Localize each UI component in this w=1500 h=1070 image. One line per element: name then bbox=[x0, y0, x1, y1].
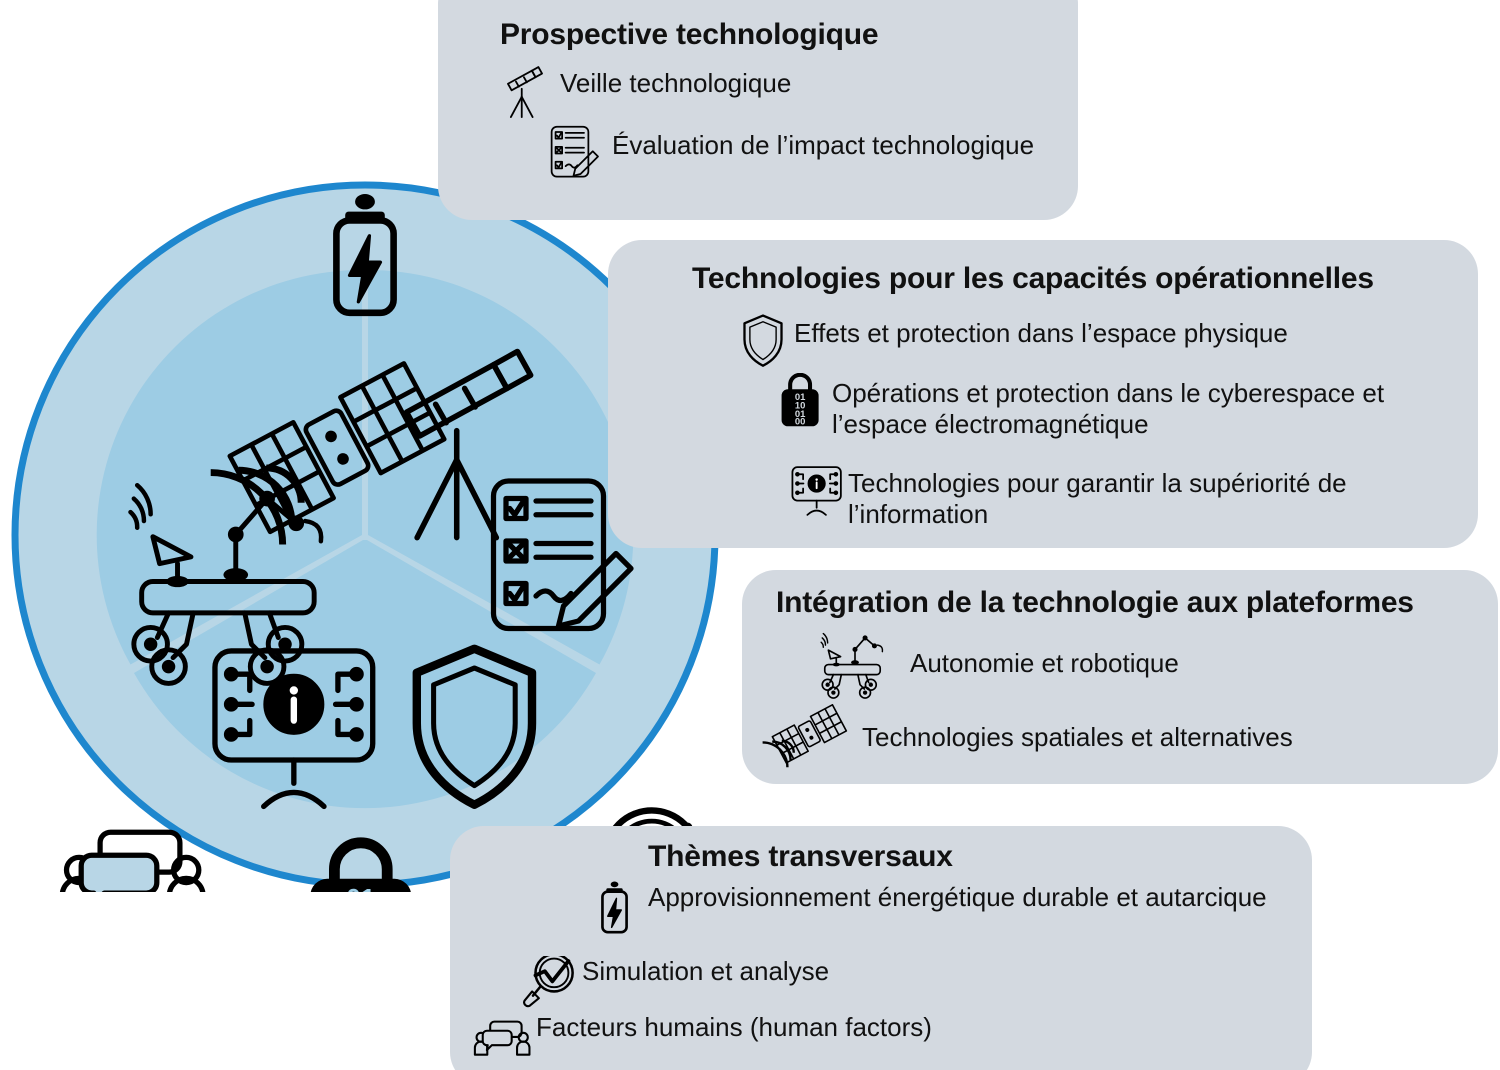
rover-robot-icon bbox=[800, 630, 910, 702]
wheel-segment-integration bbox=[96, 269, 363, 665]
svg-text:10: 10 bbox=[795, 401, 806, 412]
list-item: Approvisionnement énergétique durable et… bbox=[582, 878, 1282, 940]
list-item: Facteurs humains (human factors) bbox=[470, 1008, 1210, 1070]
panel-prospective-technologique: Prospective technologique Veille technol… bbox=[438, 0, 1078, 220]
telescope-icon bbox=[490, 60, 560, 122]
list-item: Technologies pour garantir la supériorit… bbox=[786, 462, 1476, 529]
people-speech-bubbles-icon bbox=[470, 1008, 536, 1070]
telescope-icon bbox=[403, 348, 534, 541]
list-item-label: Évaluation de l’impact technologique bbox=[612, 130, 1035, 160]
padlock-binary-icon: 01 10 01 00 bbox=[770, 372, 832, 430]
technology-wheel-diagram: 01 10 01 00 bbox=[8, 178, 722, 892]
list-item: Veille technologique bbox=[490, 60, 1050, 122]
list-item: Évaluation de l’impact technologique bbox=[542, 122, 1062, 184]
panel-title: Prospective technologique bbox=[500, 18, 879, 51]
battery-lightning-icon bbox=[333, 194, 397, 317]
list-item-label: Effets et protection dans l’espace physi… bbox=[794, 318, 1288, 348]
svg-text:01: 01 bbox=[346, 884, 375, 892]
list-item: Simulation et analyse bbox=[516, 952, 1216, 1014]
panel-title: Technologies pour les capacités opératio… bbox=[692, 262, 1374, 295]
list-item-label: Technologies pour garantir la supériorit… bbox=[848, 468, 1347, 529]
wheel-segment-operational bbox=[134, 540, 596, 809]
list-item-label: Technologies spatiales et alternatives bbox=[862, 722, 1293, 752]
panel-title: Intégration de la technologie aux platef… bbox=[776, 586, 1414, 619]
shield-icon bbox=[732, 312, 794, 370]
panel-title: Thèmes transversaux bbox=[648, 840, 953, 873]
people-speech-bubbles-icon bbox=[59, 829, 206, 892]
magnifier-chart-icon bbox=[516, 952, 582, 1014]
satellite-icon bbox=[210, 361, 447, 545]
panel-integration-technologie-plateformes: Intégration de la technologie aux platef… bbox=[742, 570, 1498, 784]
svg-text:01: 01 bbox=[795, 409, 806, 420]
monitor-info-icon bbox=[786, 462, 848, 520]
panel-technologies-capacites-operationnelles: Technologies pour les capacités opératio… bbox=[608, 240, 1478, 548]
battery-lightning-icon bbox=[582, 878, 648, 940]
list-item: Technologies spatiales et alternatives bbox=[752, 704, 1442, 776]
list-item-label: Autonomie et robotique bbox=[910, 648, 1179, 678]
list-item: Effets et protection dans l’espace physi… bbox=[732, 312, 1462, 370]
list-item: 01 10 01 00 Opérations et protection dan… bbox=[770, 372, 1470, 439]
list-item-label: Opérations et protection dans le cyberes… bbox=[832, 378, 1385, 439]
svg-text:00: 00 bbox=[795, 416, 806, 427]
list-item-label: Approvisionnement énergétique durable et… bbox=[648, 882, 1267, 912]
padlock-binary-icon: 01 10 01 00 bbox=[310, 837, 411, 892]
list-item: Autonomie et robotique bbox=[800, 630, 1440, 702]
svg-text:01: 01 bbox=[795, 392, 806, 403]
wheel-segment-prospective bbox=[368, 269, 634, 665]
shield-icon bbox=[412, 644, 537, 810]
list-item-label: Veille technologique bbox=[560, 68, 792, 98]
panel-themes-transversaux: Thèmes transversaux Approvisionnement én… bbox=[450, 826, 1312, 1070]
list-item-label: Facteurs humains (human factors) bbox=[536, 1012, 932, 1042]
rover-robot-icon bbox=[128, 482, 324, 686]
satellite-icon bbox=[752, 704, 862, 776]
checklist-pen-icon bbox=[490, 478, 634, 632]
list-item-label: Simulation et analyse bbox=[582, 956, 830, 986]
checklist-pen-icon bbox=[542, 122, 612, 184]
